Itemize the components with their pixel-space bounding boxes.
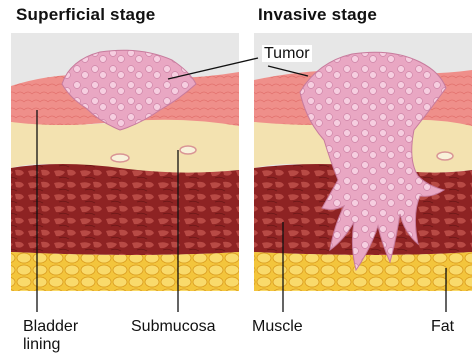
- muscle-label: Muscle: [252, 318, 303, 335]
- fat-label: Fat: [431, 318, 454, 335]
- tumor-label: Tumor: [262, 45, 312, 62]
- bladder-lining-label-line2: lining: [23, 336, 60, 353]
- superficial-stage-panel: [11, 33, 239, 291]
- submucosa-label: Submucosa: [131, 318, 216, 335]
- invasive-stage-panel: [254, 33, 472, 291]
- fat-layer: [11, 252, 239, 291]
- muscle-layer: [11, 164, 239, 255]
- bladder-lining-label-line1: Bladder: [23, 318, 78, 335]
